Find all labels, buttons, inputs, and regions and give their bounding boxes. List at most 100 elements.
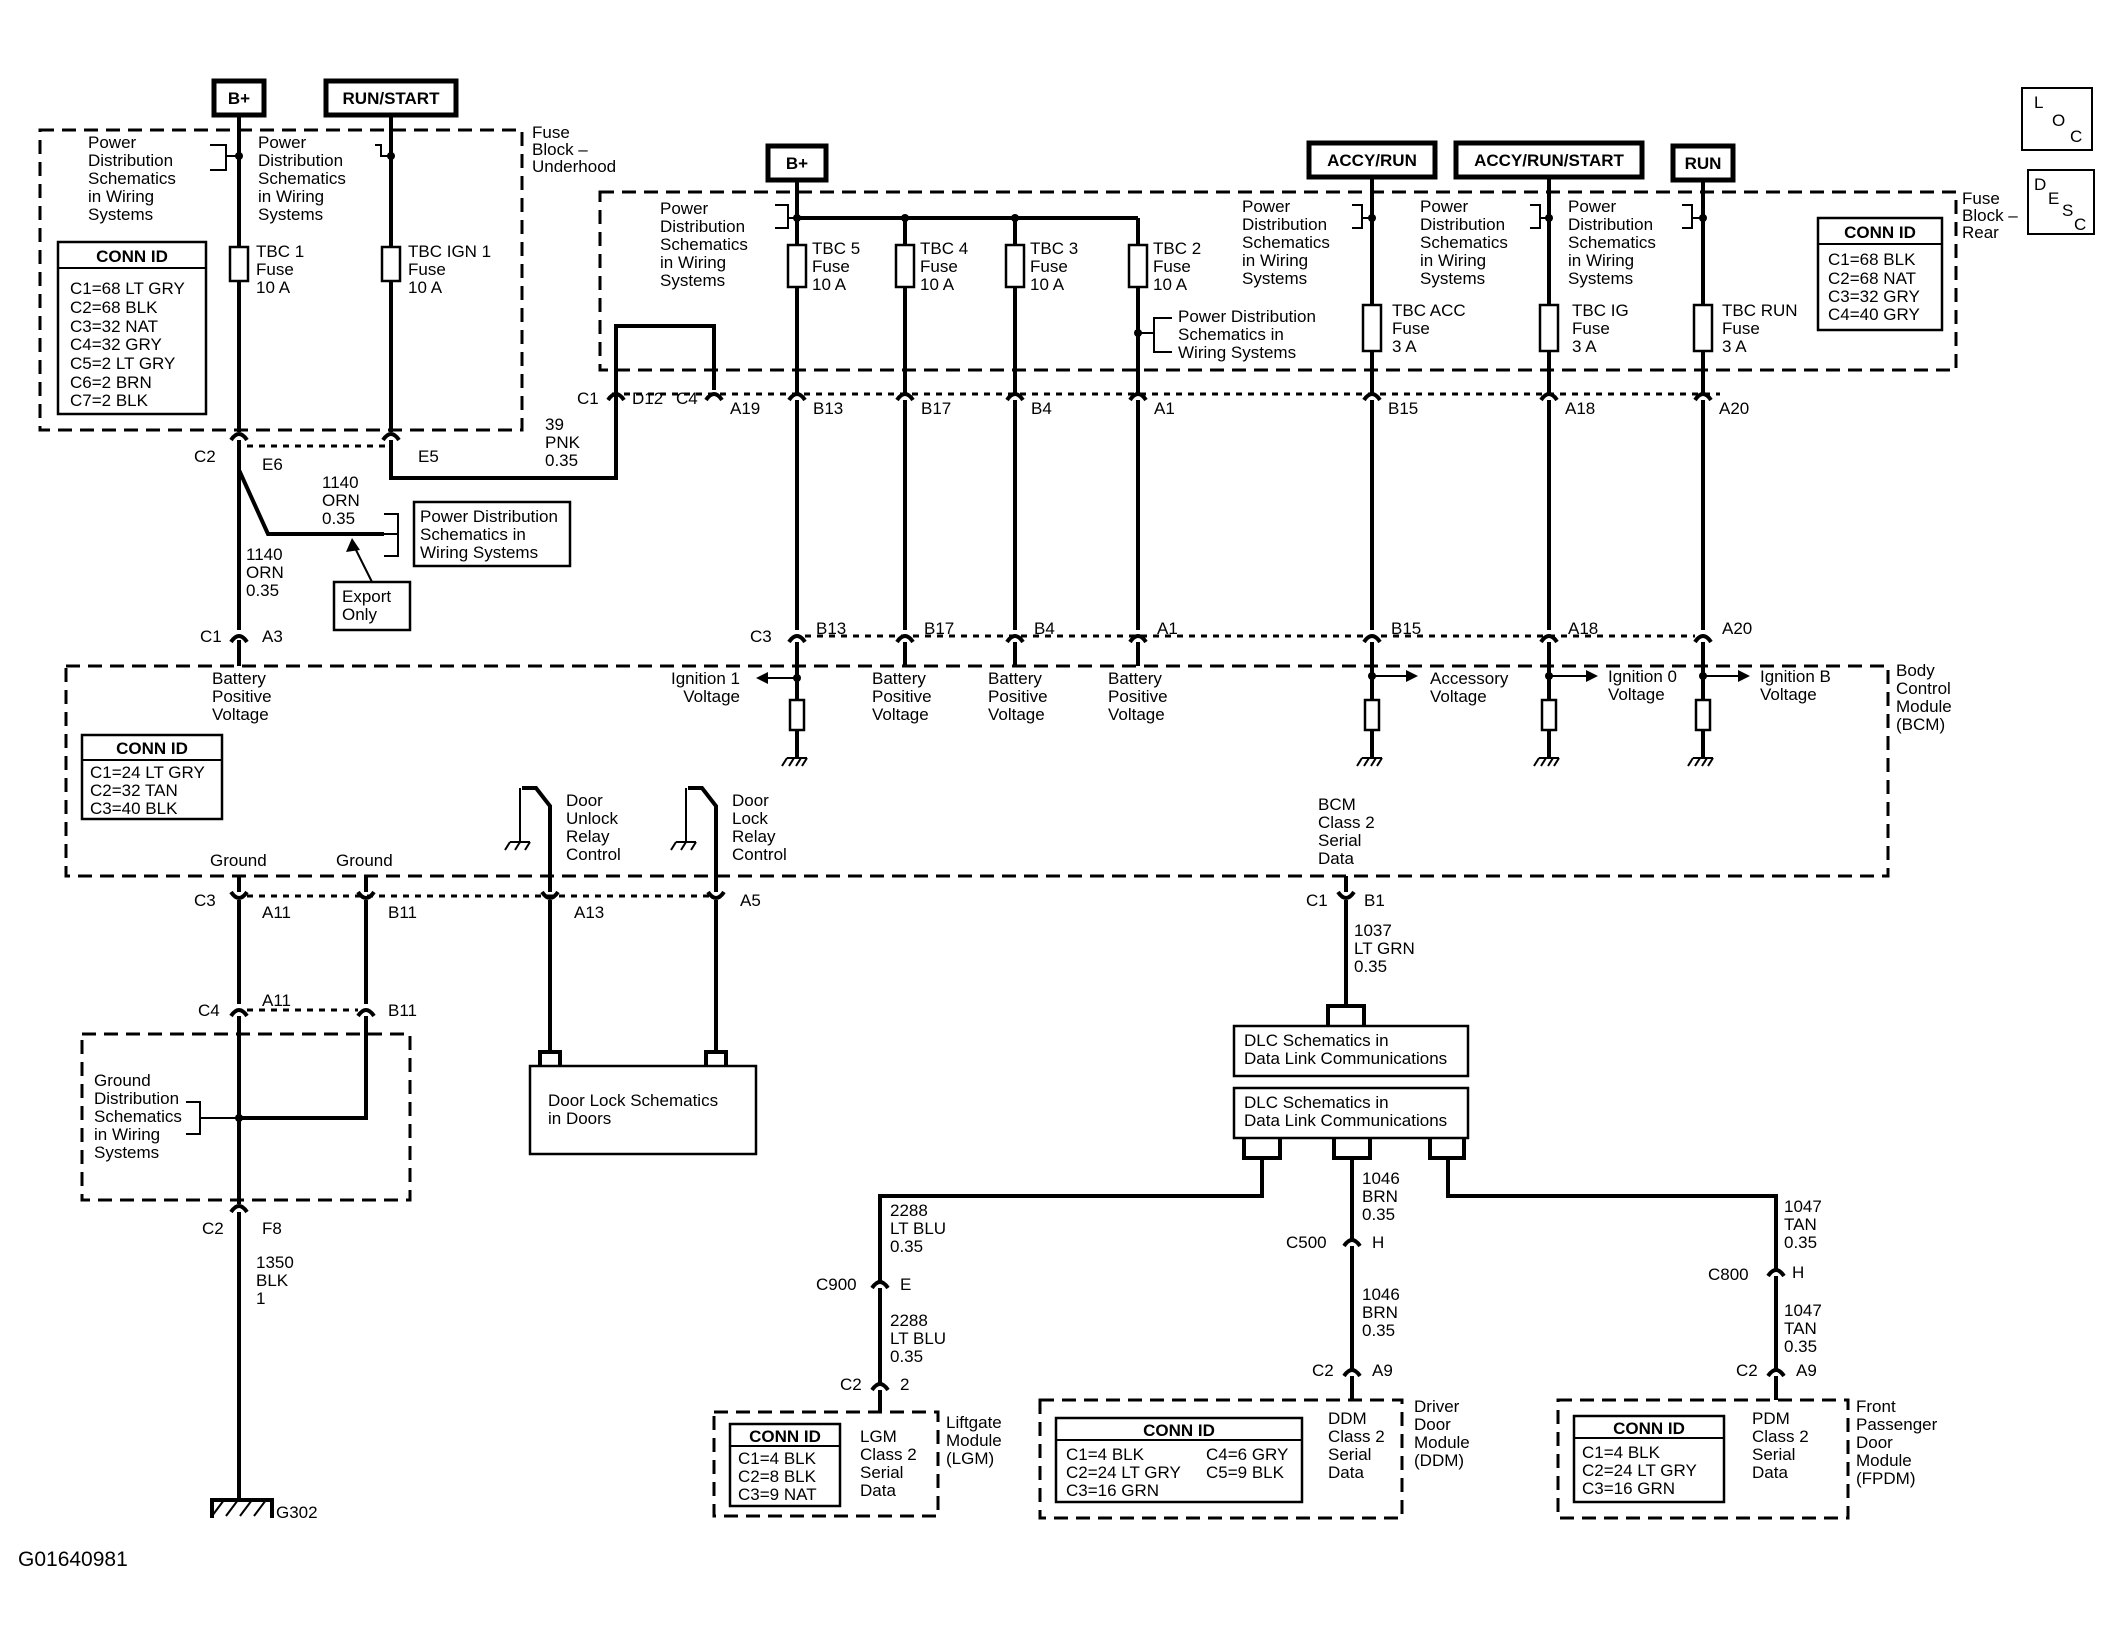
svg-text:Module: Module bbox=[1896, 697, 1952, 716]
svg-text:1140: 1140 bbox=[246, 545, 283, 564]
svg-text:Fuse: Fuse bbox=[1962, 189, 2000, 208]
svg-text:Class 2: Class 2 bbox=[1328, 1427, 1385, 1446]
svg-text:Only: Only bbox=[342, 605, 377, 624]
wire-1046-brn-upper: 1046 BRN 0.35 bbox=[1362, 1169, 1400, 1224]
svg-text:E: E bbox=[2048, 189, 2059, 208]
door-lock-relay-control: Door Lock Relay Control bbox=[732, 791, 787, 864]
pd-ref-rear-2: Power Distribution Schematics in Wiring … bbox=[1178, 307, 1316, 362]
svg-text:1140: 1140 bbox=[322, 473, 359, 492]
svg-text:Module: Module bbox=[1856, 1451, 1912, 1470]
svg-text:C1=4 BLK: C1=4 BLK bbox=[1582, 1443, 1661, 1462]
svg-text:10 A: 10 A bbox=[1030, 275, 1065, 294]
svg-text:(BCM): (BCM) bbox=[1896, 715, 1945, 734]
svg-text:Relay: Relay bbox=[566, 827, 610, 846]
svg-text:Voltage: Voltage bbox=[212, 705, 269, 724]
bcm-battery-positive-a1: Battery Positive Voltage bbox=[1108, 669, 1168, 724]
svg-text:TBC 1: TBC 1 bbox=[256, 242, 304, 261]
svg-text:C2: C2 bbox=[194, 447, 216, 466]
pd-ref-rear-1: Power Distribution Schematics in Wiring … bbox=[660, 199, 748, 290]
svg-text:B4: B4 bbox=[1034, 619, 1055, 638]
svg-text:Fuse: Fuse bbox=[256, 260, 294, 279]
svg-text:Data: Data bbox=[1328, 1463, 1364, 1482]
svg-text:10 A: 10 A bbox=[1153, 275, 1188, 294]
power-source-accy-run: ACCY/RUN bbox=[1306, 140, 1438, 180]
svg-text:Rear: Rear bbox=[1962, 223, 1999, 242]
svg-text:C900: C900 bbox=[816, 1275, 857, 1294]
svg-text:Unlock: Unlock bbox=[566, 809, 618, 828]
svg-text:Schematics in: Schematics in bbox=[1178, 325, 1284, 344]
wire-1037-lt-grn: 1037 LT GRN 0.35 bbox=[1354, 921, 1415, 976]
svg-text:CONN ID: CONN ID bbox=[96, 247, 168, 266]
bcm-battery-positive-a3: Battery Positive Voltage bbox=[212, 669, 272, 724]
svg-text:Systems: Systems bbox=[1242, 269, 1307, 288]
svg-text:C1=24 LT GRY: C1=24 LT GRY bbox=[90, 763, 205, 782]
svg-text:1046: 1046 bbox=[1362, 1169, 1400, 1188]
svg-text:Power: Power bbox=[88, 133, 137, 152]
svg-text:Voltage: Voltage bbox=[683, 687, 740, 706]
svg-text:Schematics: Schematics bbox=[660, 235, 748, 254]
conn-id-bcm: CONN ID C1=24 LT GRY C2=32 TAN C3=40 BLK bbox=[80, 733, 224, 821]
svg-text:39: 39 bbox=[545, 415, 564, 434]
svg-text:Passenger: Passenger bbox=[1856, 1415, 1938, 1434]
figure-id: G01640981 bbox=[18, 1548, 128, 1571]
svg-text:Data: Data bbox=[1752, 1463, 1788, 1482]
svg-text:Power: Power bbox=[660, 199, 709, 218]
svg-text:Module: Module bbox=[946, 1431, 1002, 1450]
pd-ref-underhood-1: Power Distribution Schematics in Wiring … bbox=[88, 133, 176, 224]
lgm-module: Liftgate Module (LGM) LGM Class 2 Serial… bbox=[712, 1410, 1002, 1518]
svg-text:H: H bbox=[1372, 1233, 1384, 1252]
svg-text:2: 2 bbox=[900, 1375, 909, 1394]
svg-text:C4: C4 bbox=[198, 1001, 220, 1020]
door-unlock-relay-switch bbox=[504, 786, 552, 880]
svg-text:E6: E6 bbox=[262, 455, 283, 474]
svg-text:Liftgate: Liftgate bbox=[946, 1413, 1002, 1432]
svg-text:(DDM): (DDM) bbox=[1414, 1451, 1464, 1470]
svg-text:in Doors: in Doors bbox=[548, 1109, 611, 1128]
svg-text:Data: Data bbox=[1318, 849, 1354, 868]
svg-text:D: D bbox=[2034, 175, 2046, 194]
bcm-bottom-connectors: C3 A11 B11 A13 A5 C1 B1 bbox=[194, 890, 1385, 922]
svg-text:Ground: Ground bbox=[336, 851, 393, 870]
svg-text:Systems: Systems bbox=[258, 205, 323, 224]
svg-text:RUN: RUN bbox=[1685, 154, 1722, 173]
power-source-bplus-underhood: B+ bbox=[211, 78, 267, 118]
dlc-ref-1: DLC Schematics in Data Link Communicatio… bbox=[1232, 1024, 1470, 1078]
svg-text:in Wiring: in Wiring bbox=[94, 1125, 160, 1144]
svg-text:C500: C500 bbox=[1286, 1233, 1327, 1252]
bcm-class2-serial-data: BCM Class 2 Serial Data bbox=[1318, 795, 1375, 868]
svg-text:Serial: Serial bbox=[1328, 1445, 1371, 1464]
svg-text:Voltage: Voltage bbox=[1430, 687, 1487, 706]
svg-text:Ignition 0: Ignition 0 bbox=[1608, 667, 1677, 686]
svg-text:B13: B13 bbox=[813, 399, 843, 418]
svg-text:Positive: Positive bbox=[988, 687, 1048, 706]
svg-text:Battery: Battery bbox=[212, 669, 266, 688]
svg-text:A5: A5 bbox=[740, 891, 761, 910]
svg-text:BCM: BCM bbox=[1318, 795, 1356, 814]
svg-text:TBC IG: TBC IG bbox=[1572, 301, 1629, 320]
svg-text:Ground: Ground bbox=[210, 851, 267, 870]
svg-text:C3: C3 bbox=[194, 891, 216, 910]
svg-text:C3: C3 bbox=[750, 627, 772, 646]
svg-text:in Wiring: in Wiring bbox=[88, 187, 154, 206]
svg-text:C6=2 BRN: C6=2 BRN bbox=[70, 373, 152, 392]
conn-id-lgm: CONN ID C1=4 BLK C2=8 BLK C3=9 NAT bbox=[728, 1422, 842, 1508]
svg-text:1046: 1046 bbox=[1362, 1285, 1400, 1304]
svg-text:TBC IGN 1: TBC IGN 1 bbox=[408, 242, 491, 261]
svg-text:Serial: Serial bbox=[1318, 831, 1361, 850]
svg-text:TBC 2: TBC 2 bbox=[1153, 239, 1201, 258]
svg-text:C1=68 LT GRY: C1=68 LT GRY bbox=[70, 279, 185, 298]
svg-text:Distribution: Distribution bbox=[660, 217, 745, 236]
svg-text:Fuse: Fuse bbox=[920, 257, 958, 276]
svg-text:Battery: Battery bbox=[1108, 669, 1162, 688]
svg-text:TBC 4: TBC 4 bbox=[920, 239, 968, 258]
svg-text:LT BLU: LT BLU bbox=[890, 1329, 946, 1348]
svg-text:1047: 1047 bbox=[1784, 1197, 1822, 1216]
svg-text:G302: G302 bbox=[276, 1503, 318, 1522]
svg-text:Power: Power bbox=[1420, 197, 1469, 216]
svg-text:Schematics: Schematics bbox=[1568, 233, 1656, 252]
svg-text:A9: A9 bbox=[1372, 1361, 1393, 1380]
svg-text:Door: Door bbox=[1414, 1415, 1451, 1434]
svg-text:Schematics: Schematics bbox=[94, 1107, 182, 1126]
bcm-ignition1-voltage: Ignition 1 Voltage bbox=[671, 669, 740, 706]
svg-text:C5=2 LT GRY: C5=2 LT GRY bbox=[70, 354, 175, 373]
